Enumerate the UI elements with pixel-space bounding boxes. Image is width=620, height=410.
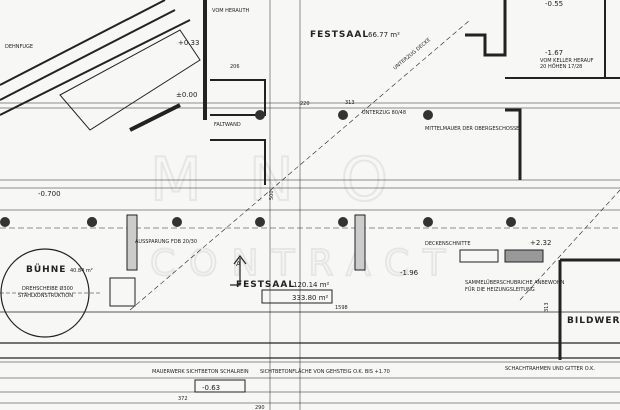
dimension: 372 — [178, 396, 188, 402]
dimension: 313 — [345, 100, 355, 106]
label-sichtbeton: SICHTBETONFLÄCHE VON GEHSTEIG O.K. BIS +… — [260, 368, 390, 375]
dimension: 500 — [269, 190, 275, 200]
label-sammel: SAMMELÜBERSCHUBRICHE ANBEWOHN — [465, 279, 565, 286]
level-mark: +2.32 — [530, 239, 551, 247]
watermark-text: CONTRACT — [150, 243, 459, 284]
label-bildwerfer: BILDWERFER — [567, 316, 620, 326]
label-festsaal-main-area: 120.14 m² — [293, 281, 330, 289]
dimension: 313 — [544, 302, 550, 312]
level-mark: -0.55 — [545, 0, 563, 8]
label-drehscheibe: DREHSCHEIBE Ø300 — [22, 285, 73, 292]
label-festsaal-main: FESTSAAL — [236, 280, 295, 290]
level-mark: -0.63 — [202, 384, 220, 392]
label-buehne-area: 40.84 m² — [70, 268, 93, 274]
label-vom-herauth: VOM HERAUTH — [212, 8, 249, 14]
level-mark: -0.700 — [38, 190, 61, 198]
label-mauerwerk: MAUERWERK SICHTBETON SCHALREIN — [152, 369, 249, 375]
label-total-area: 333.80 m² — [292, 294, 329, 302]
label-festsaal-top-area: 66.77 m² — [368, 31, 400, 39]
label-faltwand: FALTWAND — [214, 122, 241, 128]
level-mark: -1.67 — [545, 49, 563, 57]
label-deckenschnitte: DECKENSCHNITTE — [425, 241, 471, 247]
section-marker: A — [236, 260, 241, 268]
level-mark: ±0.00 — [176, 91, 197, 99]
columns — [0, 110, 516, 227]
label-heizung: FÜR DIE HEIZUNGSLEITUNG — [465, 286, 535, 293]
dimension: 1598 — [335, 305, 348, 311]
label-schacht: SCHACHTRAHMEN UND GITTER O.K. — [505, 366, 595, 372]
dimension: 290 — [255, 405, 265, 410]
level-mark: -1.96 — [400, 269, 419, 277]
level-mark: +0.33 — [178, 39, 199, 47]
label-keller-steps: 20 HÖHEN 17/28 — [540, 63, 582, 70]
label-keller: VOM KELLER HERAUF — [540, 58, 594, 64]
dimension: 206 — [230, 64, 240, 70]
label-dehnfuge: DEHNFUGE — [5, 44, 33, 50]
label-unterzug: UNTERZUG 80/48 — [362, 110, 406, 116]
label-aussparung: AUSSPARUNG FDB 20/30 — [135, 239, 197, 245]
label-unterzug-decke: UNTERZUG DECKE — [392, 37, 432, 72]
label-festsaal-top: FESTSAAL — [310, 30, 369, 40]
dimension: 220 — [300, 101, 310, 107]
label-buehne: BÜHNE — [26, 264, 66, 275]
label-stahlkonstruktion: STAHLKONSTRUKTION — [18, 293, 73, 299]
label-mittelmauer: MITTELMAUER DER OBERGESCHOSSE — [425, 126, 519, 132]
